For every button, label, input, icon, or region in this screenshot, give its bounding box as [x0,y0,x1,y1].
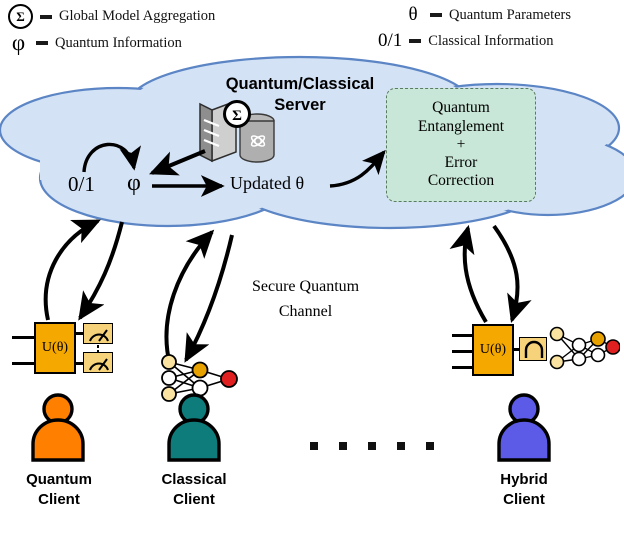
server-sigma-label: Σ [232,108,242,124]
bits-icon: 0/1 [378,30,403,51]
quantum-entanglement-box: Quantum Entanglement + Error Correction [386,88,536,202]
qe-line1: Quantum [432,99,490,117]
cloud-title-line1: Quantum/Classical [225,75,375,93]
client-quantum-line2: Client [38,490,80,508]
qubit-wire [12,336,36,339]
vertical-ellipsis [96,345,100,353]
bits-label: 0/1 [68,172,95,196]
channel-line1: Secure Quantum [252,278,360,295]
client-hybrid-line1: Hybrid [500,471,548,488]
meter-glyph [89,329,109,342]
gate-output-wire [74,332,84,335]
client-classical-line2: Client [173,490,215,508]
phi-label: φ [127,170,141,196]
person-icon-quantum [31,393,85,462]
legend-dash [36,41,48,45]
legend-label-quantum-info: Quantum Information [55,34,182,51]
gate-output-wire [74,362,84,365]
legend-item-aggregation: Σ Global Model Aggregation [8,4,215,29]
sigma-circle-icon: Σ [8,4,33,29]
gate-output-wire [512,348,520,351]
legend-dash [40,14,52,19]
cloud-title: Quantum/Classical Server [182,74,418,116]
more-clients-ellipsis [310,442,434,450]
person-icon-classical [167,393,221,462]
legend-label-aggregation: Global Model Aggregation [59,8,216,24]
meter-glyph [89,358,109,371]
phi-icon: φ [11,30,26,55]
person-icon-hybrid [497,393,551,462]
neural-network-icon [161,354,238,402]
measurement-meter-icon [519,337,547,361]
client-label-classical: Classical Client [134,470,254,509]
quantum-gate-u-theta[interactable]: U(θ) [472,324,514,376]
qubit-wire [452,334,474,337]
qe-line3: + [456,135,466,153]
legend-item-quantum-info: φ Quantum Information [8,30,182,56]
secure-channel-label: Secure Quantum Channel [252,275,359,325]
qubit-wire [452,366,474,369]
qubit-wire [12,362,36,365]
client-label-quantum: Quantum Client [0,470,118,509]
meter-glyph [524,340,544,358]
client-hybrid-line2: Client [503,490,545,508]
cloud-title-line2: Server [274,96,326,115]
legend-dash [409,39,422,43]
theta-icon: θ [408,4,418,25]
neural-network-icon [549,326,620,370]
channel-line2: Channel [278,302,333,320]
qe-line2: Entanglement [417,117,505,135]
client-label-hybrid: Hybrid Client [464,470,584,509]
legend-item-quantum-params: θ Quantum Parameters [403,4,571,26]
updated-theta-label: Updated θ [230,173,305,193]
legend-label-classical-info: Classical Information [428,32,554,49]
qubit-wire [452,350,474,353]
measurement-meter-icon [83,352,113,373]
legend-item-classical-info: 0/1 Classical Information [378,30,554,52]
qe-line5: Correction [427,172,495,190]
measurement-meter-icon [83,323,113,344]
qe-line4: Error [444,154,478,172]
legend-label-quantum-params: Quantum Parameters [449,6,572,23]
legend-dash [430,13,442,17]
client-quantum-line1: Quantum [26,471,92,488]
client-classical-line1: Classical [161,471,227,488]
quantum-gate-u-theta[interactable]: U(θ) [34,322,76,374]
